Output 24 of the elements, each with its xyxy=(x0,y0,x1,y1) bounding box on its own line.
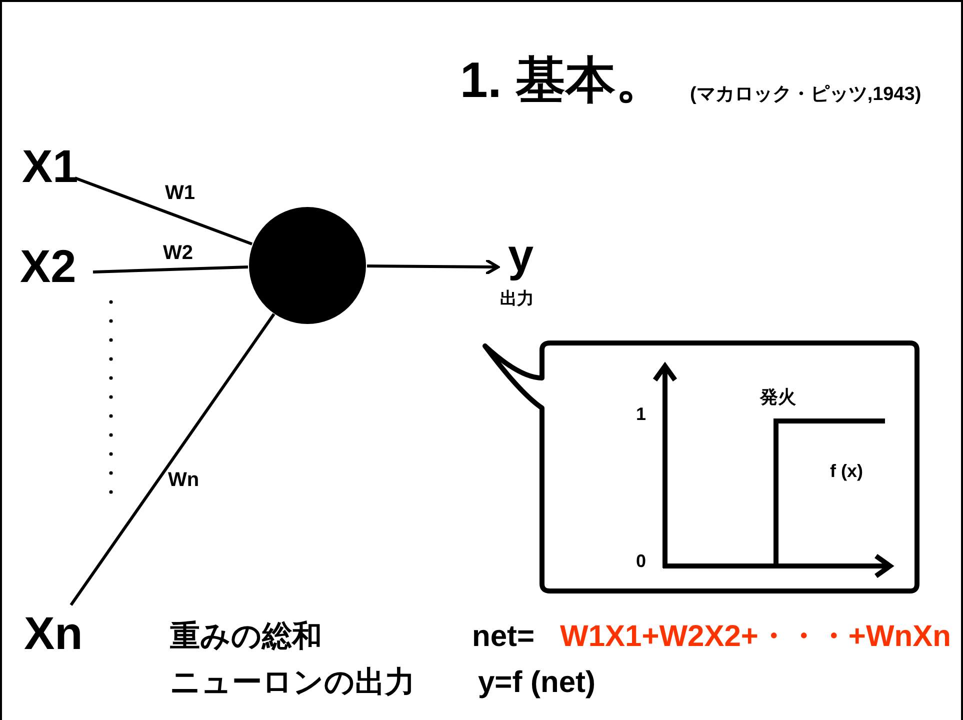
connector-line xyxy=(70,313,276,606)
formula-caption: ニューロンの出力 xyxy=(170,668,415,698)
formula-text: y=f (net) xyxy=(478,668,596,698)
input-label: Xn xyxy=(24,610,83,656)
output-caption: 出力 xyxy=(500,290,534,307)
formula-caption: 重みの総和 xyxy=(170,622,322,652)
subtitle-text: (マカロック・ピッツ,1943) xyxy=(690,85,922,104)
edge-label: W2 xyxy=(163,243,193,263)
input-label: X1 xyxy=(22,143,78,189)
chart-label: 発火 xyxy=(760,388,796,406)
title-text: 1. 基本。 xyxy=(460,55,666,105)
arrow xyxy=(366,258,500,276)
formula-text: W1X1+W2X2+・・・+WnXn xyxy=(560,622,951,652)
tick-label: 1 xyxy=(636,405,646,423)
output-label: y xyxy=(508,232,534,278)
speech-bubble xyxy=(480,338,922,596)
input-label: X2 xyxy=(20,243,76,289)
edge-label: W1 xyxy=(165,183,195,203)
chart-label: f (x) xyxy=(830,462,863,480)
formula-text: net= xyxy=(472,622,535,652)
edge-label: Wn xyxy=(168,470,200,490)
connector-line xyxy=(92,266,248,274)
connector-line xyxy=(74,176,253,246)
tick-label: 0 xyxy=(636,552,646,570)
